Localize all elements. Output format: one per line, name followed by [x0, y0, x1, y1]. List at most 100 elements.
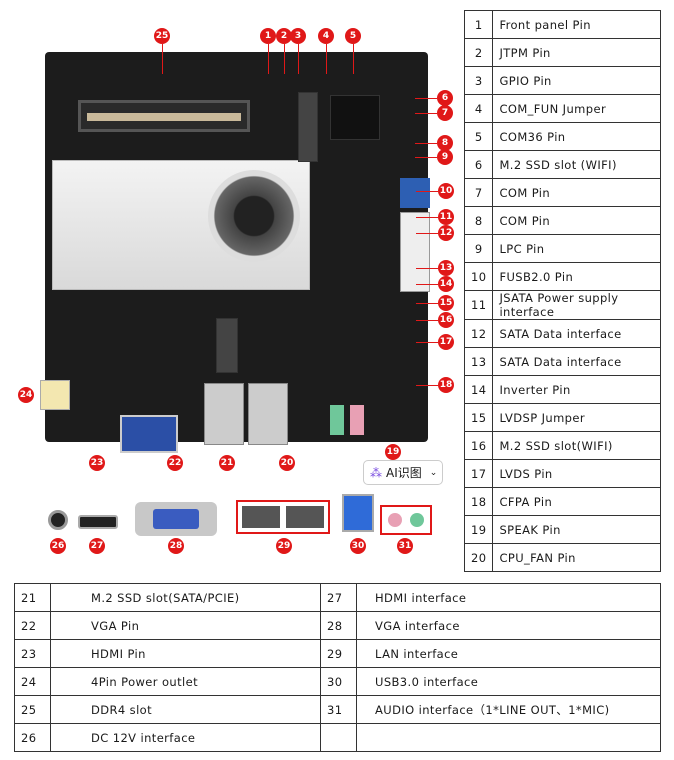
- callout-17: 17: [438, 334, 454, 350]
- callout-8: 8: [437, 135, 453, 151]
- callout-line: [416, 342, 438, 343]
- item-label: VGA Pin: [50, 611, 321, 640]
- callout-line: [415, 157, 437, 158]
- m2-wifi-slot: [298, 92, 318, 162]
- audio-ports-image: [380, 505, 432, 535]
- item-number: 21: [14, 583, 51, 612]
- callout-line: [325, 44, 327, 74]
- item-number: 11: [463, 290, 494, 320]
- item-number: 13: [463, 347, 494, 376]
- callout-20: 20: [279, 455, 295, 471]
- callout-1: 1: [260, 28, 276, 44]
- item-label: SPEAK Pin: [492, 515, 661, 544]
- item-label: FUSB2.0 Pin: [492, 262, 661, 291]
- ai-button-label: AI识图: [386, 466, 422, 480]
- item-label: HDMI Pin: [50, 639, 321, 668]
- callout-line: [161, 44, 163, 74]
- item-number: 20: [463, 543, 494, 572]
- callout-line: [416, 191, 438, 192]
- item-number: 19: [463, 515, 494, 544]
- lan-ports-image: [236, 500, 330, 534]
- audio-jack-pink: [350, 405, 364, 435]
- item-label: M.2 SSD slot(SATA/PCIE): [50, 583, 321, 612]
- item-number: 10: [463, 262, 494, 291]
- item-number: 5: [463, 122, 494, 151]
- item-label: DDR4 slot: [50, 695, 321, 724]
- item-number: 25: [14, 695, 51, 724]
- item-number: 14: [463, 375, 494, 404]
- item-number: 18: [463, 487, 494, 516]
- callout-27: 27: [89, 538, 105, 554]
- item-label: Front panel Pin: [492, 10, 661, 39]
- item-number: 28: [320, 611, 357, 640]
- item-number: [320, 723, 357, 752]
- callout-3: 3: [290, 28, 306, 44]
- callout-line: [416, 320, 438, 321]
- callout-24: 24: [18, 387, 34, 403]
- callout-16: 16: [438, 312, 454, 328]
- callout-23: 23: [89, 455, 105, 471]
- ddr4-slot: [78, 100, 250, 132]
- callout-2: 2: [276, 28, 292, 44]
- item-label: AUDIO interface（1*LINE OUT、1*MIC): [356, 695, 661, 724]
- item-number: 27: [320, 583, 357, 612]
- dc-jack-image: [48, 510, 68, 530]
- item-label: JSATA Power supply interface: [492, 290, 661, 320]
- callout-line: [267, 44, 269, 74]
- callout-13: 13: [438, 260, 454, 276]
- item-label: GPIO Pin: [492, 66, 661, 95]
- callout-12: 12: [438, 225, 454, 241]
- item-number: 4: [463, 94, 494, 123]
- item-label: COM Pin: [492, 206, 661, 235]
- callout-line: [297, 44, 299, 74]
- callout-28: 28: [168, 538, 184, 554]
- callout-line: [416, 385, 438, 386]
- item-label: CFPA Pin: [492, 487, 661, 516]
- callout-25: 25: [154, 28, 170, 44]
- item-number: 15: [463, 403, 494, 432]
- item-label: 4Pin Power outlet: [50, 667, 321, 696]
- item-label: LPC Pin: [492, 234, 661, 263]
- item-number: 26: [14, 723, 51, 752]
- callout-line: [416, 233, 438, 234]
- callout-line: [416, 268, 438, 269]
- lan-port-1: [204, 383, 244, 445]
- callout-line: [415, 98, 437, 99]
- callout-line: [415, 113, 437, 114]
- item-label: [356, 723, 661, 752]
- item-number: 6: [463, 150, 494, 179]
- audio-jack-green: [330, 405, 344, 435]
- item-label: SATA Data interface: [492, 319, 661, 348]
- item-number: 1: [463, 10, 494, 39]
- sata-ports: [400, 212, 430, 292]
- chipset: [330, 95, 380, 140]
- ai-image-recognition-button[interactable]: ⁂ AI识图 ⌄: [363, 460, 443, 485]
- item-number: 24: [14, 667, 51, 696]
- callout-15: 15: [438, 295, 454, 311]
- item-number: 23: [14, 639, 51, 668]
- item-label: CPU_FAN Pin: [492, 543, 661, 572]
- item-number: 8: [463, 206, 494, 235]
- item-label: LAN interface: [356, 639, 661, 668]
- callout-5: 5: [345, 28, 361, 44]
- power-outlet-4pin: [40, 380, 70, 410]
